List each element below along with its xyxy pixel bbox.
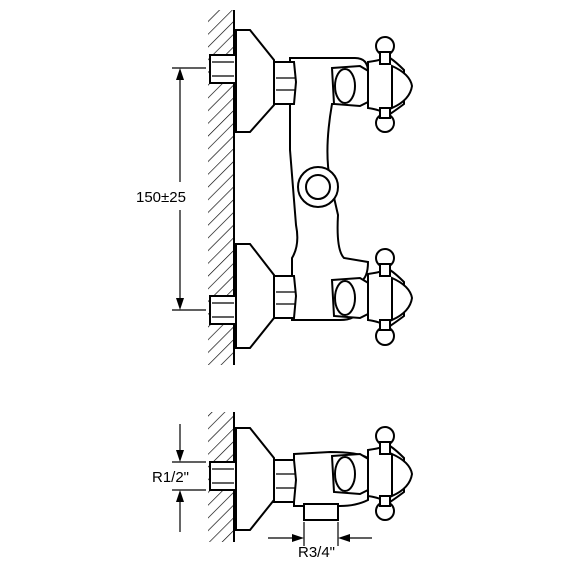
spacing-dimension <box>172 67 206 311</box>
top-nut <box>273 61 298 105</box>
inlet-thread-dimension <box>172 424 206 532</box>
outlet-thread-dimension <box>268 522 372 546</box>
outlet-stub-side <box>303 503 339 521</box>
side-rosette <box>235 427 275 531</box>
side-valve-handle <box>330 426 414 521</box>
outlet-ring-inner <box>305 174 331 200</box>
side-inlet-stub <box>209 461 237 491</box>
spacing-label: 150±25 <box>136 189 186 206</box>
bottom-valve-handle <box>330 248 414 346</box>
front-view: 150±25 <box>136 10 414 365</box>
top-valve-handle <box>330 36 414 133</box>
bottom-rosette <box>235 243 275 349</box>
outlet-thread-label: R3/4" <box>298 544 335 561</box>
bottom-inlet-stub <box>209 295 237 325</box>
side-view: R1/2" R3/4" <box>152 412 414 561</box>
side-nut <box>273 459 298 503</box>
inlet-thread-label: R1/2" <box>152 469 189 486</box>
bottom-nut <box>273 275 298 319</box>
top-inlet-stub <box>209 54 237 84</box>
top-rosette <box>235 29 275 133</box>
